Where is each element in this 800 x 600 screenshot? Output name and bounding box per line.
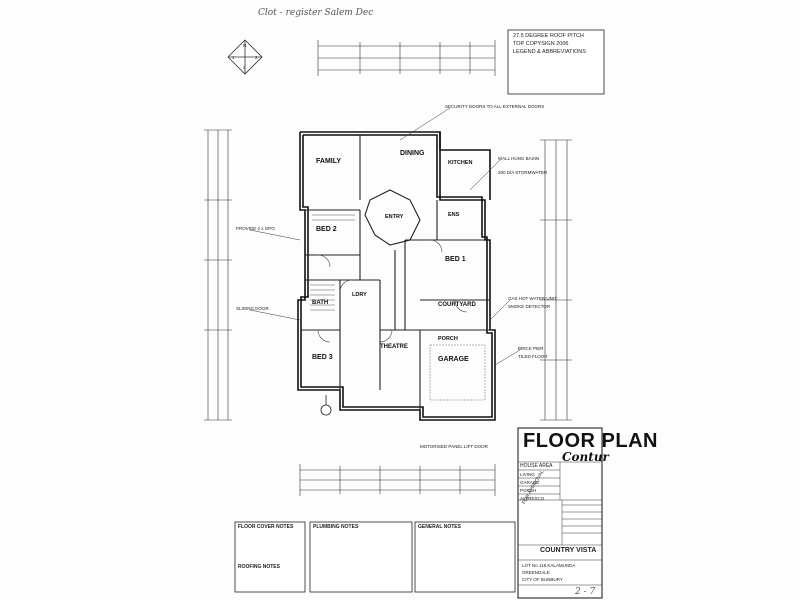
- room-bed2: BED 2: [316, 226, 337, 233]
- note-security-doors: SECURITY DOORS TO ALL EXTERNAL DOORS: [445, 104, 545, 109]
- note-tiled-floor: TILED FLOOR: [518, 354, 548, 359]
- note-wall-basin: WALL HUNG BASIN: [498, 156, 540, 161]
- room-porch: PORCH: [438, 336, 458, 342]
- room-courtyard: COURTYARD: [438, 302, 476, 308]
- compass-label-3: 3: [243, 65, 246, 70]
- spec-line-3: LEGEND & ABBREVIATIONS: [513, 49, 586, 55]
- room-family: FAMILY: [316, 158, 342, 165]
- room-entry: ENTRY: [385, 214, 404, 220]
- note-smoke-detector: SMOKE DETECTOR: [508, 304, 551, 309]
- brand-logo: Contur: [562, 450, 609, 464]
- room-garage: GARAGE: [438, 356, 469, 363]
- room-dining: DINING: [400, 150, 425, 157]
- notes-left-heading: FLOOR COVER NOTES: [238, 524, 294, 530]
- project-name: COUNTRY VISTA: [540, 547, 597, 554]
- lot-line-2: GREENDALE: [522, 570, 550, 575]
- room-ensuite: ENS: [448, 212, 460, 218]
- area-row-garage: GARAGE: [520, 480, 540, 485]
- spec-line-1: 27.5 DEGREE ROOF PITCH: [513, 33, 584, 39]
- notes-left-sub: ROOFING NOTES: [238, 564, 280, 570]
- area-heading: HOUSE AREA: [520, 463, 553, 469]
- compass-label-2: 2: [255, 55, 258, 60]
- note-brick-pier: BRICK PIER: [518, 346, 544, 351]
- note-hot-water: GAS HOT WATER UNIT: [508, 296, 557, 301]
- area-row-porch: PORCH: [520, 488, 537, 493]
- notes-right-heading: GENERAL NOTES: [418, 524, 461, 530]
- area-row-alfresco: ALFRESCO: [520, 496, 545, 501]
- lot-line-3: CITY OF BUNBURY: [522, 577, 563, 582]
- room-theatre: THEATRE: [380, 344, 408, 350]
- room-bath: BATH: [312, 300, 329, 306]
- room-bed3: BED 3: [312, 354, 333, 361]
- north-compass: [227, 39, 263, 75]
- sheet-title: FLOOR PLAN: [523, 430, 658, 452]
- notes-mid-heading: PLUMBING NOTES: [313, 524, 359, 530]
- room-kitchen: KITCHEN: [448, 160, 473, 166]
- spec-line-2: TOP COPYSIGN 2006: [513, 41, 569, 47]
- sheet-number: 2 - 7: [575, 587, 596, 597]
- compass-label-1: 1: [232, 55, 235, 60]
- lot-line-1: LOT No 118 KALAMUNDA: [522, 563, 576, 568]
- note-gpo: PROVIDE 2 x GPO: [236, 226, 275, 231]
- note-stormwater: 200 DIA STORMWATER: [498, 170, 548, 175]
- north-label: N: [243, 43, 247, 48]
- room-bed1: BED 1: [445, 256, 466, 263]
- area-row-living: LIVING: [520, 472, 535, 477]
- room-laundry: LDRY: [352, 292, 367, 298]
- note-sliding-door: SLIDING DOOR: [236, 306, 269, 311]
- handwritten-note: Clot - register Salem Dec: [258, 8, 374, 18]
- note-panel-lift: MOTORISED PANEL LIFT DOOR: [420, 444, 488, 449]
